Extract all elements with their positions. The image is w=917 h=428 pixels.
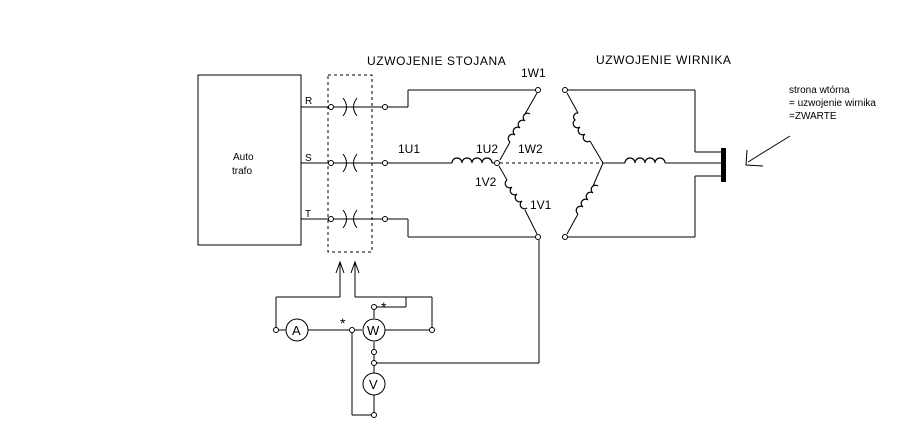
polarity-mark-voltage: *: [381, 299, 387, 315]
stator-winding-header: UZWOJENIE STOJANA: [367, 54, 506, 68]
stator-star-point: [494, 160, 500, 166]
measurement-wiring: [273, 240, 540, 418]
phase-label-r: R: [305, 96, 312, 107]
ammeter-label: A: [292, 323, 301, 338]
phase-s-line: [301, 153, 452, 173]
fuse-t-icon: [342, 209, 347, 229]
phase-label-t: T: [305, 209, 311, 220]
rotor-winding: [562, 87, 722, 240]
fuse-r-icon: [342, 97, 347, 117]
note-line-3: =ZWARTE: [789, 111, 837, 122]
autotrafo-label-line1: Auto: [233, 152, 254, 163]
polarity-mark-current: *: [340, 315, 346, 331]
stator-coil-v: [498, 165, 541, 240]
terminal-label-1u1: 1U1: [398, 142, 420, 156]
terminal-label-1v1: 1V1: [530, 198, 552, 212]
phase-t-line: [301, 209, 537, 238]
phase-r-line: [301, 89, 537, 117]
voltmeter-label: V: [369, 377, 378, 392]
note-line-2: = uzwojenie wirnika: [789, 98, 876, 109]
fuse-s-icon: [342, 153, 347, 173]
terminal-label-1w1: 1W1: [521, 66, 546, 80]
rotor-short-circuit-bar: [721, 148, 726, 182]
stator-coil-w: [499, 87, 541, 161]
ammeter: A: [285, 318, 309, 342]
note-line-1: strona wtórna: [789, 85, 850, 96]
terminal-label-1v2: 1V2: [475, 175, 497, 189]
autotrafo-label-line2: trafo: [232, 166, 252, 177]
wattmeter-label: W: [367, 323, 380, 338]
voltmeter: V: [362, 372, 386, 396]
terminal-label-1u2: 1U2: [476, 142, 498, 156]
autotrafo-box: [197, 74, 302, 246]
note-arrow-icon: [745, 135, 791, 167]
terminal-label-1w2: 1W2: [518, 142, 543, 156]
phase-label-s: S: [305, 153, 312, 164]
stator-coil-u: [451, 157, 500, 166]
rotor-winding-header: UZWOJENIE WIRNIKA: [596, 53, 732, 67]
wattmeter: W: [362, 318, 386, 342]
